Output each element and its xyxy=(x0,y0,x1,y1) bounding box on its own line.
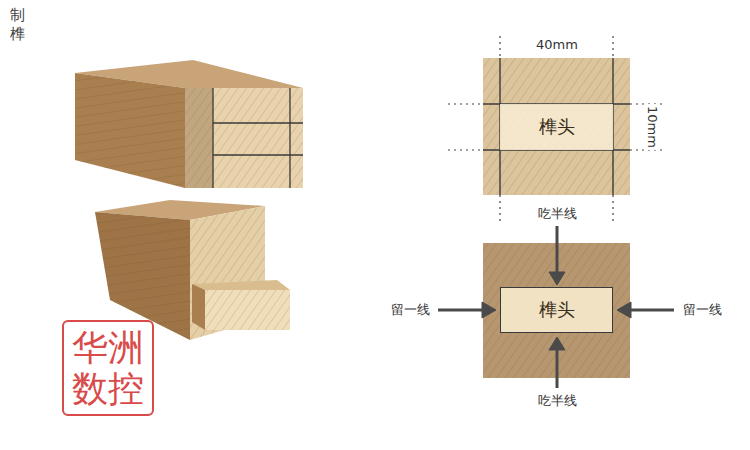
part-name: 榫头 xyxy=(539,115,575,139)
callout-label: 吃半线 xyxy=(536,206,579,222)
seal-text: 华洲数控 xyxy=(72,327,144,410)
end-view-cut xyxy=(438,226,674,388)
tenon-area: 榫头 xyxy=(500,104,613,150)
end-view-marking xyxy=(448,36,664,222)
mortise-block xyxy=(75,60,303,188)
callout-label: 吃半线 xyxy=(536,393,579,409)
dimension: 10mm xyxy=(644,104,660,150)
callout-label: 留一线 xyxy=(389,302,432,318)
tenon-face: 榫头 xyxy=(500,287,613,333)
callout-label: 留一线 xyxy=(681,302,724,318)
tenon-block xyxy=(95,200,290,340)
dimension: 40mm xyxy=(534,37,580,53)
seal-stamp: 华洲数控 xyxy=(62,320,154,416)
page-title: 制榫 xyxy=(10,6,25,44)
part-name: 榫头 xyxy=(539,298,575,322)
